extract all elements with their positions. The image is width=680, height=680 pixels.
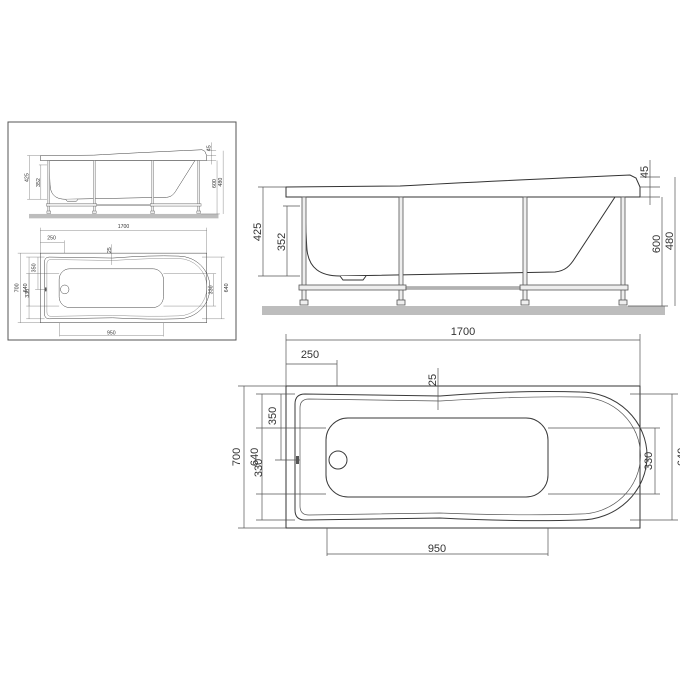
inset-thumbnail: 425 352 45 480 600 1700 250 25 700 640 3… [15, 142, 230, 337]
dim-640-right: 640 [676, 448, 680, 466]
frame-bar [405, 286, 521, 290]
legs [46, 160, 202, 214]
dim-640-left: 640 [249, 448, 261, 466]
tub-body [48, 160, 196, 200]
foot [299, 299, 309, 306]
top-dimension-lines [238, 334, 678, 556]
dim-330-left: 330 [253, 459, 265, 477]
dim-330-right: 330 [208, 285, 214, 294]
frame-bar [519, 284, 629, 291]
basin [58, 268, 164, 308]
tub-body [302, 196, 616, 277]
dim-480: 480 [664, 232, 676, 250]
dim-350: 350 [32, 263, 38, 272]
dim-25: 25 [427, 374, 439, 386]
side-view: 425 352 45 480 600 [252, 160, 676, 315]
top-dimension-lines [17, 227, 225, 337]
dim-640-left: 640 [23, 283, 29, 292]
side-dimension-lines [27, 142, 224, 215]
side-view: 425 352 45 480 600 [25, 142, 224, 219]
dim-330-left: 330 [25, 289, 31, 298]
top-view: 1700 250 25 700 640 350 330 330 640 950 [231, 326, 680, 556]
frame-bar [298, 284, 407, 291]
foot [618, 299, 628, 306]
dim-350: 350 [267, 407, 279, 425]
side-dimension-lines [258, 160, 676, 307]
dim-330-right: 330 [643, 452, 655, 470]
floor [29, 213, 219, 219]
dim-45: 45 [207, 145, 213, 151]
dim-352: 352 [276, 233, 288, 251]
dim-1700: 1700 [451, 326, 475, 338]
drain-outlet [339, 275, 367, 281]
floor [262, 306, 665, 315]
drain-outlet [65, 199, 79, 202]
foot [396, 299, 406, 306]
dim-700: 700 [231, 448, 243, 466]
frame-bar [96, 204, 151, 206]
main-drawing: 425 352 45 480 600 1700 250 25 700 640 3… [231, 160, 680, 556]
dim-600: 600 [212, 179, 218, 188]
foot [92, 210, 97, 214]
dim-45: 45 [639, 166, 651, 178]
tub-outline [285, 385, 641, 529]
foot [196, 210, 201, 214]
inset-drawing: 425 352 45 480 600 1700 250 25 700 640 3… [15, 142, 230, 337]
drain [328, 450, 348, 470]
dim-425: 425 [25, 173, 31, 182]
frame-bar [150, 203, 202, 207]
dim-425: 425 [252, 223, 264, 241]
dim-950: 950 [428, 543, 446, 555]
dim-640-right: 640 [224, 283, 230, 292]
dim-352: 352 [36, 178, 42, 187]
dim-1700: 1700 [118, 224, 130, 230]
dim-480: 480 [218, 178, 224, 187]
basin [325, 417, 549, 498]
legs [298, 196, 629, 306]
foot [520, 299, 530, 306]
drain [60, 284, 70, 295]
dim-250: 250 [301, 349, 319, 361]
tub-inner-outline [294, 391, 648, 522]
dim-25: 25 [107, 247, 113, 253]
foot [46, 210, 51, 214]
tub-inner-outline [44, 255, 211, 320]
top-view: 1700 250 25 700 640 350 330 330 640 950 [15, 224, 230, 336]
dim-600: 600 [651, 235, 663, 253]
tub-outline [40, 252, 207, 323]
tub-rim [40, 149, 207, 161]
frame-bar [46, 203, 97, 207]
dim-950: 950 [107, 330, 116, 336]
dim-250: 250 [47, 235, 56, 241]
foot [150, 210, 155, 214]
tub-rim [285, 174, 641, 198]
dim-700: 700 [15, 283, 21, 292]
